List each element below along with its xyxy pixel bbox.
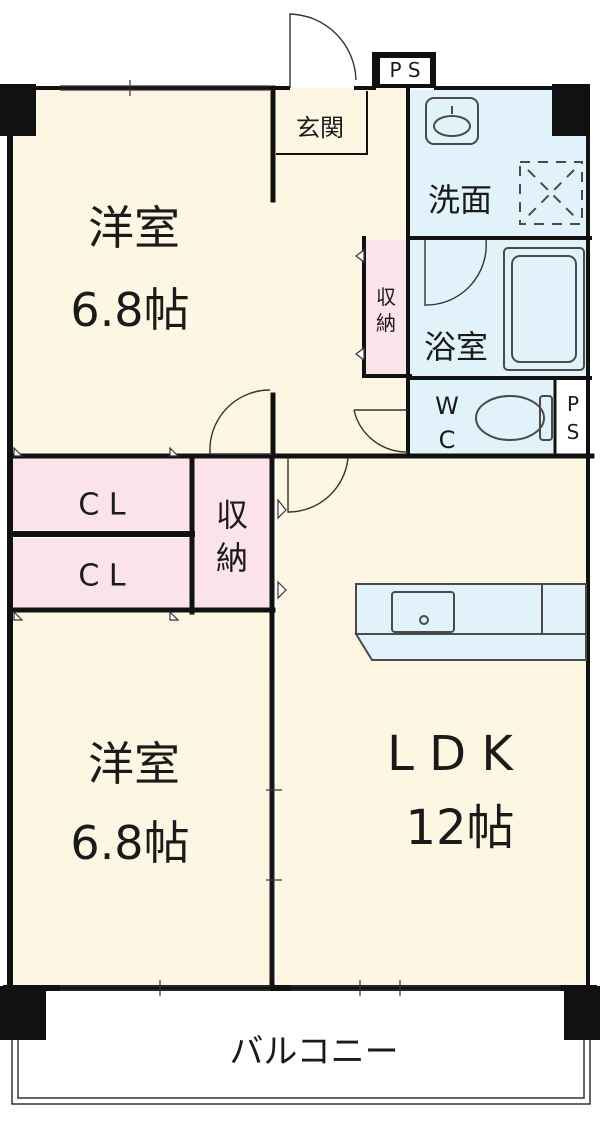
door-swing-icon [209,13,487,513]
labels: P S 玄関 洗面 収 納 浴室 W C P S 洋室 6.8帖 C L C L… [70,58,579,1072]
label-ps-side-2: S [567,420,580,444]
bathtub-icon [503,247,585,371]
storage-middle [194,458,270,608]
label-ldk-size: 12帖 [405,800,514,856]
label-ldk-name: L D K [387,726,514,782]
washbasin-icon [425,97,479,145]
label-ps-side-1: P [567,392,579,416]
balcony-railing [11,1040,591,1105]
washer-pan-icon [519,161,583,225]
label-wc-2: C [439,426,456,454]
label-room-top-size: 6.8帖 [70,283,189,337]
bathroom [410,240,588,376]
room-western-bottom [10,612,273,986]
entrance-area [277,92,367,154]
folding-door-markers [13,248,365,621]
walls [3,85,597,993]
balcony [10,992,590,1098]
closet-lower [10,538,190,608]
label-hall-storage-2: 納 [376,311,396,335]
label-storage-mid-2: 納 [216,539,248,577]
wc-room [410,380,554,454]
label-hall-storage-1: 収 [376,285,396,309]
label-room-top-name: 洋室 [88,201,180,255]
room-western-top [10,88,273,454]
label-washroom: 洗面 [428,181,492,219]
ps-side-room [556,380,588,454]
label-room-bottom-size: 6.8帖 [70,816,189,870]
label-cl-upper: C L [78,488,125,523]
ldk-room [277,458,588,986]
label-balcony: バルコニー [229,1032,398,1072]
label-room-bottom-name: 洋室 [88,737,180,791]
label-storage-mid-1: 収 [216,496,248,534]
hall-storage [366,240,410,374]
label-entrance: 玄関 [296,114,344,142]
label-wc-1: W [435,392,459,420]
label-ps-top: P S [389,58,420,82]
label-cl-lower: C L [78,559,125,594]
label-bath: 浴室 [424,328,488,366]
kitchen-counter [354,583,587,661]
closet-upper [10,458,190,530]
toilet-icon [475,395,553,441]
ps-top-inner [380,58,430,84]
kitchen-sink-icon [391,591,455,633]
windows [60,80,560,996]
